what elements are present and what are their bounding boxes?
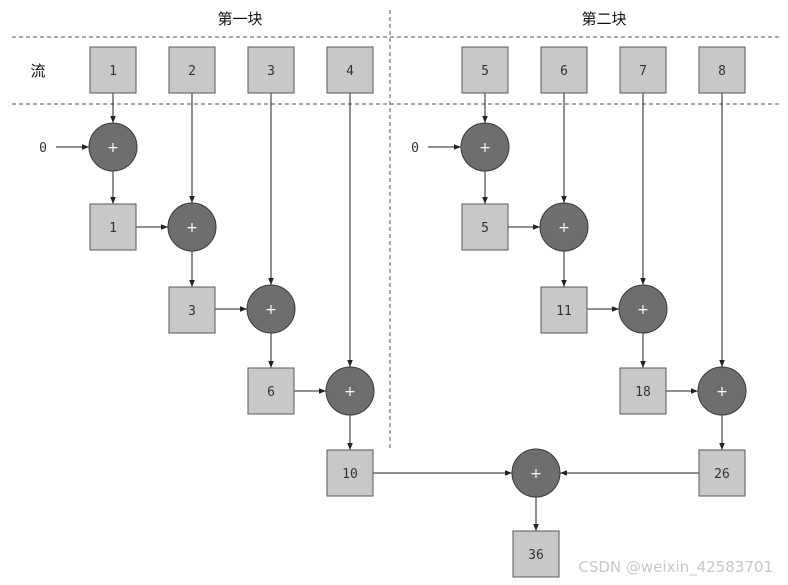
stream-boxes: 1 2 3 4 5 6 7 8 bbox=[89, 46, 746, 94]
block1-partial-2-label: 3 bbox=[188, 304, 196, 319]
block1-title: 第一块 bbox=[217, 10, 262, 28]
stream-box-6: 6 bbox=[540, 46, 588, 94]
block2-partial-1: 5 bbox=[461, 203, 509, 251]
stream-box-5: 5 bbox=[461, 46, 509, 94]
block2-partial-2: 11 bbox=[540, 286, 588, 334]
stream-box-1: 1 bbox=[89, 46, 137, 94]
block1-initial-value: 0 bbox=[39, 141, 47, 156]
final-result-label: 36 bbox=[528, 548, 544, 563]
stream-box-6-label: 6 bbox=[560, 64, 568, 79]
final-plus-node-label: + bbox=[530, 466, 542, 482]
block1-partial-3: 6 bbox=[247, 367, 295, 415]
stream-box-2-label: 2 bbox=[188, 64, 196, 79]
stream-box-1-label: 1 bbox=[109, 64, 117, 79]
stream-box-7: 7 bbox=[619, 46, 667, 94]
stream-box-8: 8 bbox=[698, 46, 746, 94]
final-result-box: 36 bbox=[512, 530, 560, 578]
stream-box-2: 2 bbox=[168, 46, 216, 94]
block1-partial-1-label: 1 bbox=[109, 221, 117, 236]
block2-plus-node-1: + bbox=[460, 122, 510, 172]
stream-box-5-label: 5 bbox=[481, 64, 489, 79]
block1-total-label: 10 bbox=[342, 467, 358, 482]
block2-partial-3-label: 18 bbox=[635, 385, 651, 400]
stream-box-8-label: 8 bbox=[718, 64, 726, 79]
block1-plus-node-2: + bbox=[167, 202, 217, 252]
plus-nodes: + + + + + + + + + bbox=[88, 122, 747, 498]
block1-partial-2: 3 bbox=[168, 286, 216, 334]
block2-partial-1-label: 5 bbox=[481, 221, 489, 236]
block1-partial-1: 1 bbox=[89, 203, 137, 251]
block1-plus-node-2-label: + bbox=[186, 220, 198, 236]
block2-plus-node-2-label: + bbox=[558, 220, 570, 236]
stream-box-7-label: 7 bbox=[639, 64, 647, 79]
stream-box-4: 4 bbox=[326, 46, 374, 94]
watermark: CSDN @weixin_42583701 bbox=[578, 558, 773, 577]
block1-plus-node-4-label: + bbox=[344, 384, 356, 400]
block2-plus-node-3: + bbox=[618, 284, 668, 334]
stream-box-3: 3 bbox=[247, 46, 295, 94]
block1-total: 10 bbox=[326, 449, 374, 497]
block2-partial-2-label: 11 bbox=[556, 304, 572, 319]
block2-plus-node-4-label: + bbox=[716, 384, 728, 400]
block1-plus-node-4: + bbox=[325, 366, 375, 416]
stream-box-3-label: 3 bbox=[267, 64, 275, 79]
block2-plus-node-4: + bbox=[697, 366, 747, 416]
block2-title: 第二块 bbox=[581, 10, 626, 28]
block1-partial-3-label: 6 bbox=[267, 385, 275, 400]
block1-plus-node-3-label: + bbox=[265, 302, 277, 318]
block1-plus-node-3: + bbox=[246, 284, 296, 334]
final-plus-node: + bbox=[511, 448, 561, 498]
block2-partial-3: 18 bbox=[619, 367, 667, 415]
block2-plus-node-1-label: + bbox=[479, 140, 491, 156]
block2-plus-node-3-label: + bbox=[637, 302, 649, 318]
block1-plus-node-1-label: + bbox=[107, 140, 119, 156]
stream-box-4-label: 4 bbox=[346, 64, 354, 79]
block2-total: 26 bbox=[698, 449, 746, 497]
partial-result-boxes: 1 3 6 10 5 11 18 26 36 bbox=[89, 203, 746, 578]
block2-initial-value: 0 bbox=[411, 141, 419, 156]
block2-total-label: 26 bbox=[714, 467, 730, 482]
edges bbox=[56, 93, 725, 531]
block2-plus-node-2: + bbox=[539, 202, 589, 252]
stream-row-label: 流 bbox=[30, 62, 45, 80]
block1-plus-node-1: + bbox=[88, 122, 138, 172]
